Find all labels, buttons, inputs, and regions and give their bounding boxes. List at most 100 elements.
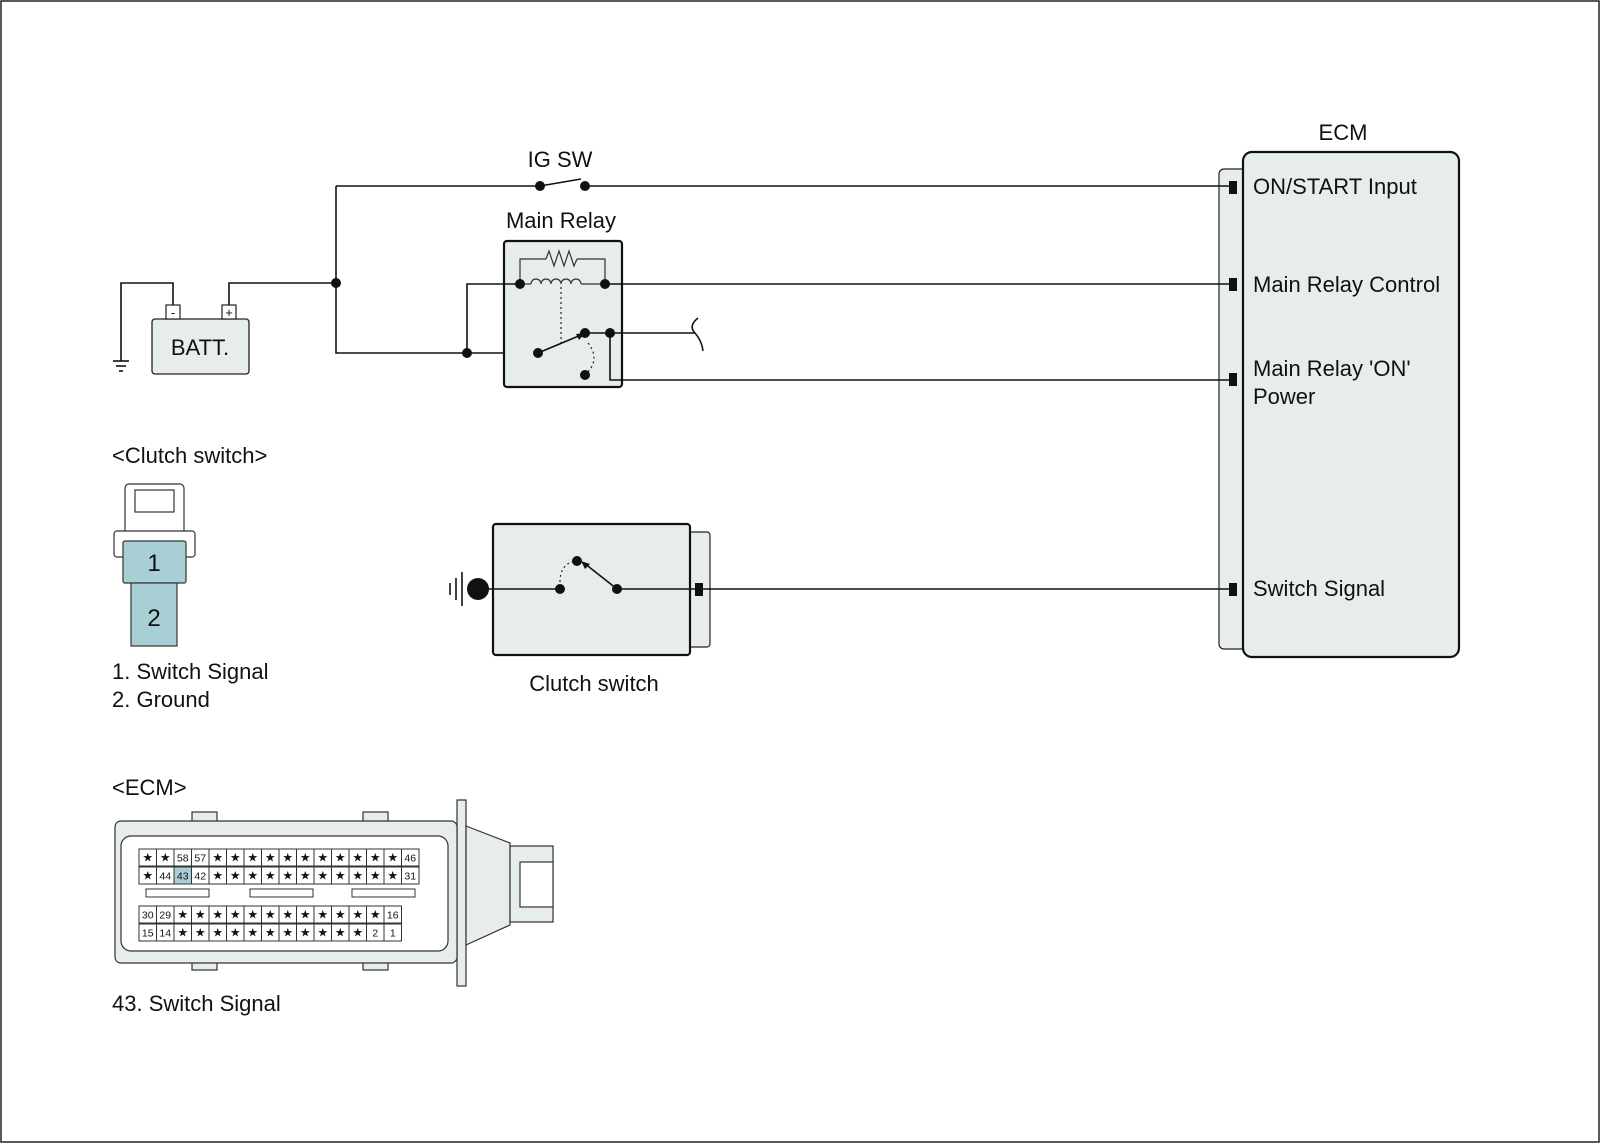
ecm-pin-label: ★: [317, 908, 328, 922]
ecm-connector-title: <ECM>: [112, 775, 187, 800]
ecm-pin-cell: [383, 905, 402, 924]
battery-ground: [113, 282, 174, 372]
ecm-connector-pins: ★ ★ 58 57 ★ ★ ★ ★ ★ ★ ★ ★ ★ ★ ★ 46 ★ 44 43 42 ★ ★ ★ ★ ★ ★ ★ ★ ★ ★ ★ 31 3…: [138, 848, 420, 942]
ecm-pin-label: ★: [282, 908, 293, 922]
battery-label: BATT.: [171, 335, 229, 360]
ecm-pin-cell: [401, 848, 420, 867]
ecm-block: ECM ON/START Input Main Relay Control Ma…: [1218, 120, 1461, 659]
ecm-pin-label: ★: [300, 869, 311, 883]
ecm-pin-label: ★: [282, 926, 293, 940]
ecm-pin-label: ★: [177, 926, 188, 940]
main-relay-body: [502, 239, 624, 389]
ecm-pin-label: ★: [352, 908, 363, 922]
ecm-pin-on-start: [1229, 181, 1237, 194]
ecm-pin-label: ★: [195, 926, 206, 940]
ecm-pin-label: ★: [282, 851, 293, 865]
ecm-pin-label: ★: [212, 926, 223, 940]
ecm-pin-label: ★: [317, 869, 328, 883]
ecm-pin-label: ★: [265, 926, 276, 940]
ecm-pin-label: ★: [352, 851, 363, 865]
ecm-pin-switch-signal: [1229, 583, 1237, 596]
battery-plus-sign: +: [225, 305, 233, 320]
ecm-pin-label: 15: [142, 928, 154, 940]
ecm-pin-label: ★: [387, 869, 398, 883]
ecm-pin-label-relay-control: Main Relay Control: [1253, 272, 1440, 297]
ecm-pin-label: ★: [300, 926, 311, 940]
ecm-title: ECM: [1319, 120, 1368, 145]
ecm-connector-legend: 43. Switch Signal: [112, 991, 281, 1016]
ecm-pin-label: ★: [230, 851, 241, 865]
ig-sw-label: IG SW: [528, 147, 593, 172]
ecm-pin-label: ★: [247, 908, 258, 922]
ecm-pin-label: ★: [142, 851, 153, 865]
ecm-pin-label: ★: [387, 851, 398, 865]
ecm-pin-label: 31: [404, 871, 416, 883]
ecm-pin-label: ★: [335, 869, 346, 883]
ecm-pin-label: ★: [177, 908, 188, 922]
ecm-pin-label: ★: [265, 851, 276, 865]
ecm-pin-label: ★: [142, 869, 153, 883]
clutch-legend-1: 1. Switch Signal: [112, 659, 269, 684]
ecm-pin-relay-control: [1229, 278, 1237, 291]
battery: - + BATT.: [151, 304, 250, 375]
ecm-pin-label: ★: [230, 869, 241, 883]
clutch-legend-2: 2. Ground: [112, 687, 210, 712]
clutch-connector-view: <Clutch switch> 1 2 1. Switch Signal 2. …: [112, 443, 269, 712]
ecm-pin-label: ★: [247, 851, 258, 865]
ecm-pin-label: ★: [160, 851, 171, 865]
ecm-pin-label: 58: [177, 853, 189, 865]
ecm-pin-label: ★: [230, 926, 241, 940]
battery-minus-sign: -: [171, 305, 175, 320]
battery-body: [151, 318, 250, 375]
ignition-switch: IG SW: [336, 147, 1229, 191]
ecm-body: [1241, 150, 1461, 659]
relay-wiring: [462, 283, 1229, 381]
ecm-pin-label: ★: [300, 851, 311, 865]
ecm-pin-label: ★: [195, 908, 206, 922]
ecm-pin-label: ★: [230, 908, 241, 922]
ecm-pin-label: 29: [159, 910, 171, 922]
clutch-connector-title: <Clutch switch>: [112, 443, 267, 468]
ecm-pin-label: 46: [404, 853, 416, 865]
clutch-switch-component: Clutch switch: [449, 522, 1229, 696]
ecm-pin-label: ★: [352, 926, 363, 940]
ecm-pin-label: 14: [159, 928, 171, 940]
ecm-pin-label: ★: [282, 869, 293, 883]
ecm-pin-label: 57: [194, 853, 206, 865]
ecm-pin-label: 1: [390, 928, 396, 940]
ecm-pin-cell: [383, 923, 402, 942]
ecm-pin-label: ★: [212, 851, 223, 865]
clutch-pin-1-label: 1: [147, 550, 160, 577]
ecm-pin-label: ★: [370, 851, 381, 865]
clutch-switch-label: Clutch switch: [529, 671, 659, 696]
ecm-pin-cell: [401, 866, 420, 885]
ecm-pin-label: 42: [194, 871, 206, 883]
ecm-pin-label: 16: [387, 910, 399, 922]
ecm-pin-label: ★: [300, 908, 311, 922]
ecm-pin-label: 43: [177, 871, 189, 883]
ecm-pin-label: 30: [142, 910, 154, 922]
ecm-pin-label: ★: [370, 908, 381, 922]
ecm-pin-label: ★: [335, 926, 346, 940]
ecm-pin-label: ★: [265, 908, 276, 922]
ecm-pin-label-switch-signal: Switch Signal: [1253, 576, 1385, 601]
ecm-pin-label: 44: [159, 871, 171, 883]
ecm-pin-label-relay-power-1: Main Relay 'ON': [1253, 356, 1411, 381]
ecm-pin-label-on-start: ON/START Input: [1253, 174, 1417, 199]
ecm-pin-label: ★: [335, 908, 346, 922]
main-relay: Main Relay: [502, 208, 624, 389]
ecm-pin-relay-power: [1229, 373, 1237, 386]
ecm-pin-label: 2: [372, 928, 378, 940]
ecm-pin-label: ★: [265, 869, 276, 883]
ecm-pin-label: ★: [352, 869, 363, 883]
ecm-pin-label: ★: [247, 926, 258, 940]
clutch-pin-2-label: 2: [147, 605, 160, 632]
ecm-pin-label: ★: [317, 851, 328, 865]
clutch-pin-2: [130, 582, 178, 647]
ecm-pin-label: ★: [247, 869, 258, 883]
main-relay-label: Main Relay: [506, 208, 616, 233]
ecm-pin-label: ★: [370, 869, 381, 883]
